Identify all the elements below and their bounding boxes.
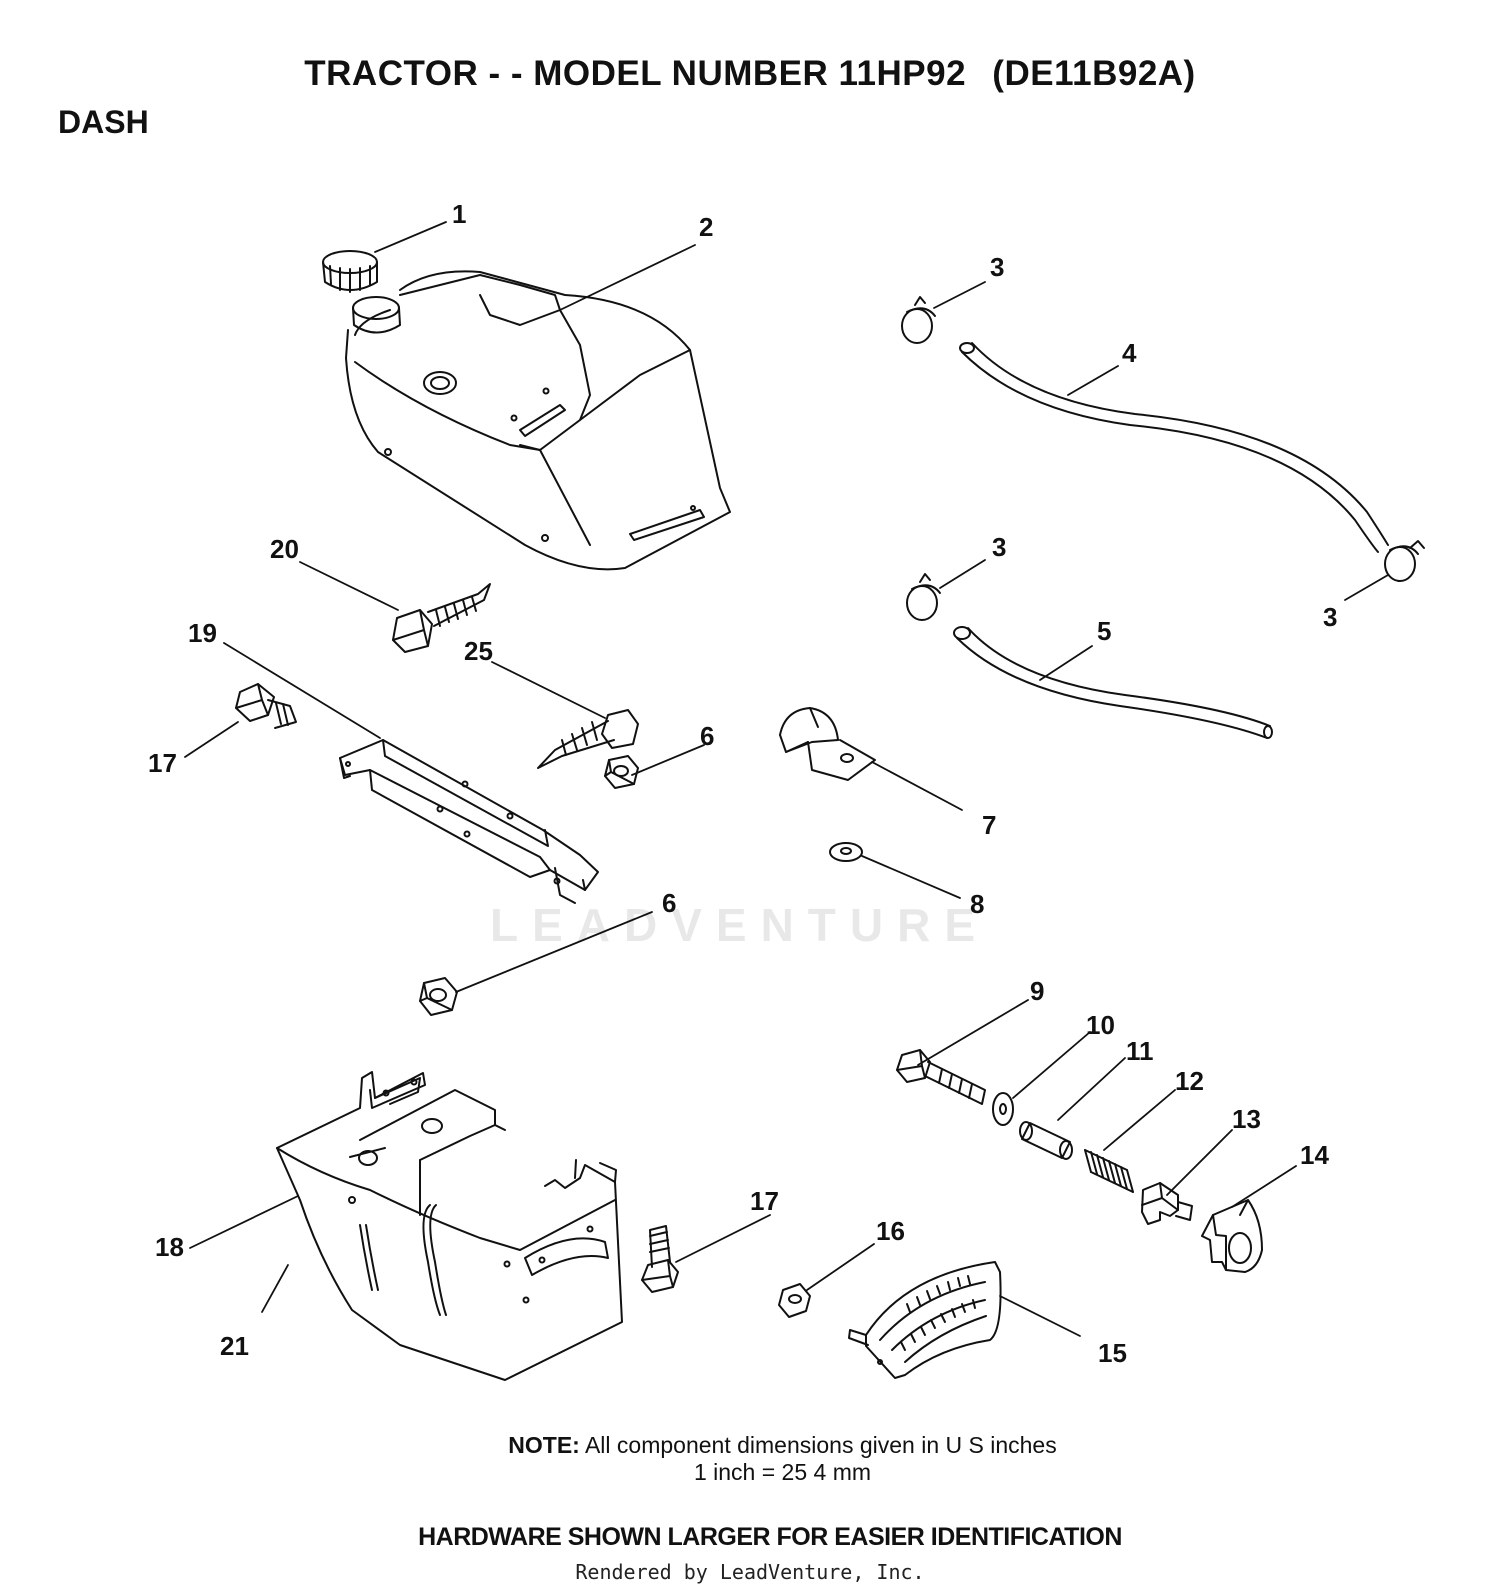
callout-6-upper[interactable]: 6 [700,721,714,751]
watermark-logo: LEADVENTURE [490,899,990,951]
part-fuel-line-long[interactable] [959,342,1389,553]
title-code: (DE11B92A) [992,54,1196,93]
callout-20[interactable]: 20 [270,534,299,564]
part-fuel-tank[interactable] [345,270,731,571]
page-title: TRACTOR - - MODEL NUMBER 11HP92 (DE11B92… [0,54,1500,94]
callout-15[interactable]: 15 [1098,1338,1127,1368]
part-dash-panel-18[interactable] [276,1071,623,1381]
callout-12[interactable]: 12 [1175,1066,1204,1096]
part-holder-14[interactable] [1201,1199,1263,1273]
callout-17-lower[interactable]: 17 [750,1186,779,1216]
callout-13[interactable]: 13 [1232,1104,1261,1134]
rendered-by-credit: Rendered by LeadVenture, Inc. [575,1560,925,1584]
note-line-1: All component dimensions given in U S in… [584,1432,1057,1458]
part-bolt-17-lower[interactable] [641,1225,679,1293]
part-bushing-13[interactable] [1141,1182,1193,1225]
part-screw-20[interactable] [392,583,491,653]
part-spring-12[interactable] [1084,1149,1134,1193]
part-bolt-9[interactable] [896,1049,986,1105]
part-nut-6-upper[interactable] [604,755,639,789]
callout-3-middle[interactable]: 3 [992,532,1006,562]
callout-9[interactable]: 9 [1030,976,1044,1006]
callout-5[interactable]: 5 [1097,616,1111,646]
callout-numbers: 1 2 3 4 3 3 5 20 19 25 17 6 7 8 6 9 10 1… [148,199,1337,1368]
part-spacer-11[interactable] [1019,1121,1073,1160]
callout-21[interactable]: 21 [220,1331,249,1361]
part-fuel-line-short[interactable] [953,626,1273,739]
callout-4[interactable]: 4 [1122,338,1137,368]
callout-10[interactable]: 10 [1086,1010,1115,1040]
title-model: TRACTOR - - MODEL NUMBER 11HP92 [304,54,967,93]
callout-1[interactable]: 1 [452,199,466,229]
note-label: NOTE: [508,1432,580,1458]
part-hose-clamp-top[interactable] [901,296,936,344]
section-label: DASH [58,104,149,140]
leader-lines [184,221,1389,1337]
dimension-note: NOTE: All component dimensions given in … [0,1432,1500,1486]
part-washer-8[interactable] [829,842,863,862]
note-line-2: 1 inch = 25 4 mm [693,1459,872,1485]
part-screw-25[interactable] [537,709,639,769]
callout-17-upper[interactable]: 17 [148,748,177,778]
callout-25[interactable]: 25 [464,636,493,666]
callout-8[interactable]: 8 [970,889,984,919]
part-washer-10[interactable] [992,1092,1014,1126]
part-clip-7[interactable] [779,707,876,781]
callout-14[interactable]: 14 [1300,1140,1329,1170]
callout-3-top[interactable]: 3 [990,252,1004,282]
part-gauge-plate-15[interactable] [848,1261,1002,1379]
part-fuel-cap[interactable] [322,250,378,293]
callout-2[interactable]: 2 [699,212,713,242]
callout-19[interactable]: 19 [188,618,217,648]
callout-6-lower[interactable]: 6 [662,888,676,918]
part-nut-16[interactable] [778,1283,811,1318]
part-nut-6-lower[interactable] [419,977,458,1016]
part-bracket-19[interactable] [339,739,599,904]
part-bolt-17-upper[interactable] [235,683,297,729]
callout-18[interactable]: 18 [155,1232,184,1262]
part-hose-clamp-middle[interactable] [906,573,941,621]
callout-3-right[interactable]: 3 [1323,602,1337,632]
callout-16[interactable]: 16 [876,1216,905,1246]
part-hose-clamp-right[interactable] [1384,540,1425,582]
callout-7[interactable]: 7 [982,810,996,840]
hardware-footnote: HARDWARE SHOWN LARGER FOR EASIER IDENTIF… [418,1523,1122,1551]
callout-11[interactable]: 11 [1126,1036,1154,1066]
